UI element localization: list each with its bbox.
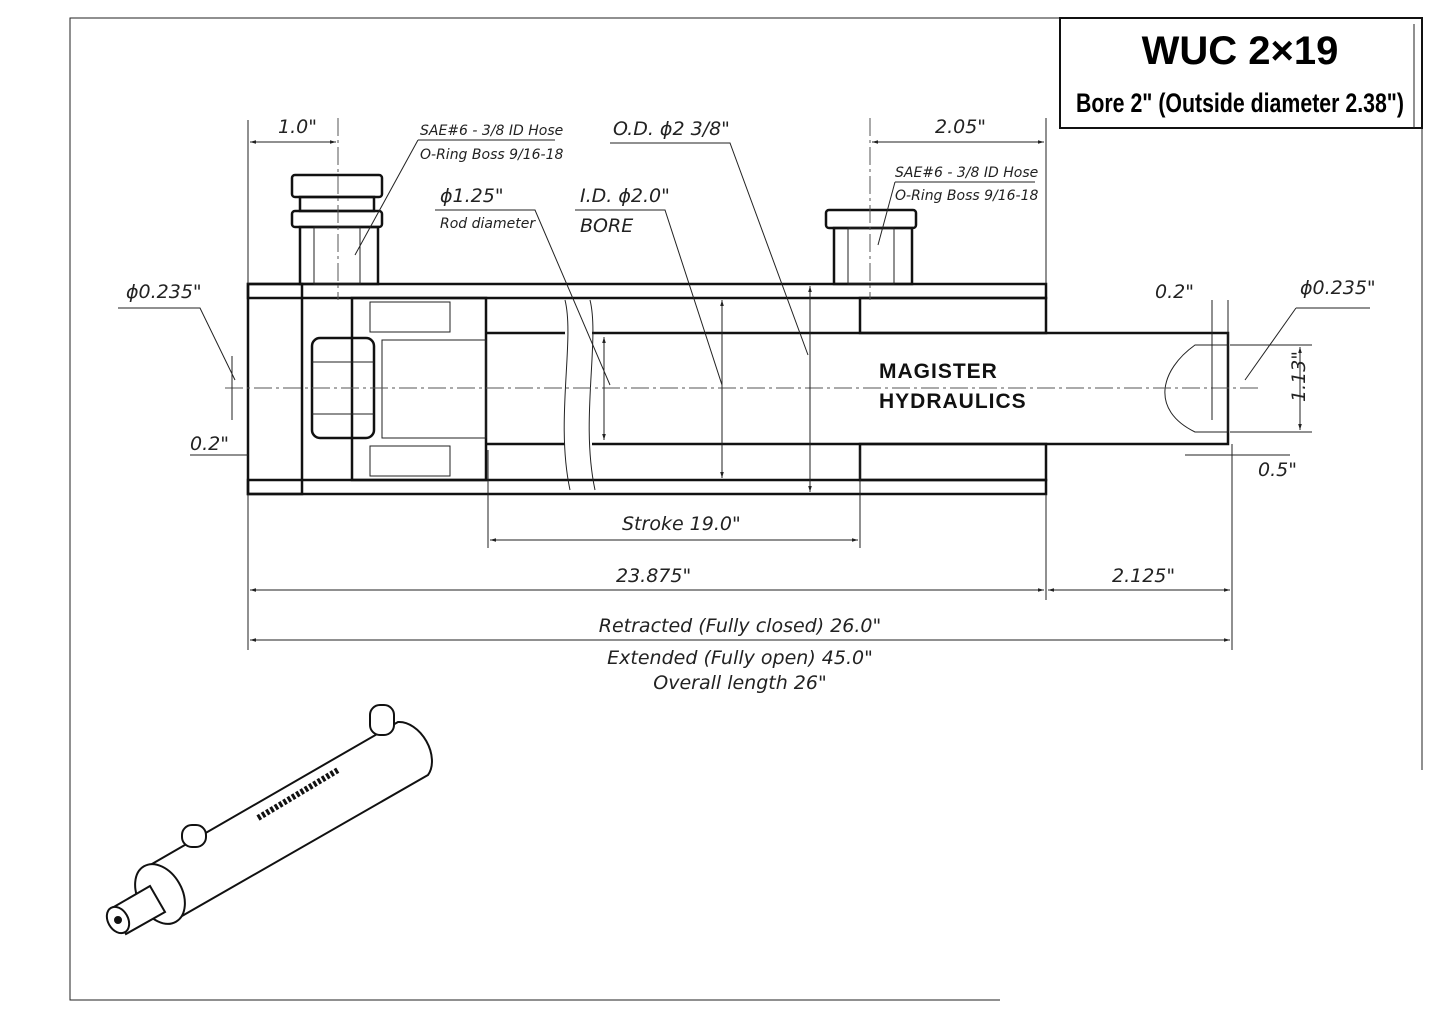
dim-port-offset: 1.0" [278, 116, 317, 138]
dim-pin-right-offset: 0.2" [1155, 281, 1194, 303]
dim-id: I.D. ϕ2.0" [580, 185, 670, 207]
dim-overall: Overall length 26" [653, 672, 826, 694]
break-lines [563, 299, 596, 491]
port-left-spec1: SAE#6 - 3/8 ID Hose [420, 123, 563, 139]
dim-rod: ϕ1.25" [440, 185, 504, 207]
id-note: BORE [580, 215, 633, 237]
bore-subtitle: Bore 2" (Outside diameter 2.38") [1076, 88, 1404, 118]
title-block: WUC 2×19 Bore 2" (Outside diameter 2.38"… [1076, 29, 1404, 118]
dim-body-len: 23.875" [616, 565, 691, 587]
cylinder-3d-sketch [105, 704, 433, 936]
port-left [290, 173, 384, 286]
gland-top [858, 296, 1048, 335]
dim-extended: Extended (Fully open) 45.0" [607, 647, 873, 669]
brand-line2: HYDRAULICS [879, 390, 1027, 413]
dim-rod-ext: 2.125" [1112, 565, 1175, 587]
end-cap [246, 282, 304, 496]
dim-pin-left-offset: 0.2" [190, 433, 229, 455]
dimension-lines [118, 118, 1370, 650]
gland-bottom [858, 442, 1048, 482]
dim-pin-left: ϕ0.235" [126, 281, 202, 303]
dim-rod-end-dia: 1.13" [1288, 351, 1310, 402]
port-right-spec1: SAE#6 - 3/8 ID Hose [895, 165, 1038, 181]
piston [350, 296, 488, 482]
tube-wall-bottom [246, 478, 1048, 496]
tube-wall-top [246, 282, 1048, 300]
rod-end-section [1164, 344, 1229, 433]
port-right [824, 208, 918, 286]
port-right-spec2: O-Ring Boss 9/16-18 [895, 188, 1039, 204]
port-left-spec2: O-Ring Boss 9/16-18 [420, 147, 564, 163]
dim-rod-port-offset: 2.05" [935, 116, 986, 138]
brand-line1: MAGISTER [879, 360, 998, 383]
dim-pin-right: ϕ0.235" [1300, 277, 1376, 299]
rod-note: Rod diameter [440, 216, 536, 232]
dimension-labels: 1.0" 2.05" SAE#6 - 3/8 ID Hose O-Ring Bo… [126, 116, 1376, 694]
dim-retracted: Retracted (Fully closed) 26.0" [599, 615, 881, 637]
dim-od: O.D. ϕ2 3/8" [613, 118, 730, 140]
dim-stroke: Stroke 19.0" [622, 513, 741, 535]
cylinder-section [225, 118, 1260, 496]
dim-rod-end-len: 0.5" [1258, 459, 1297, 481]
model-title: WUC 2×19 [1142, 29, 1339, 73]
drawing-frame [69, 17, 1423, 1001]
